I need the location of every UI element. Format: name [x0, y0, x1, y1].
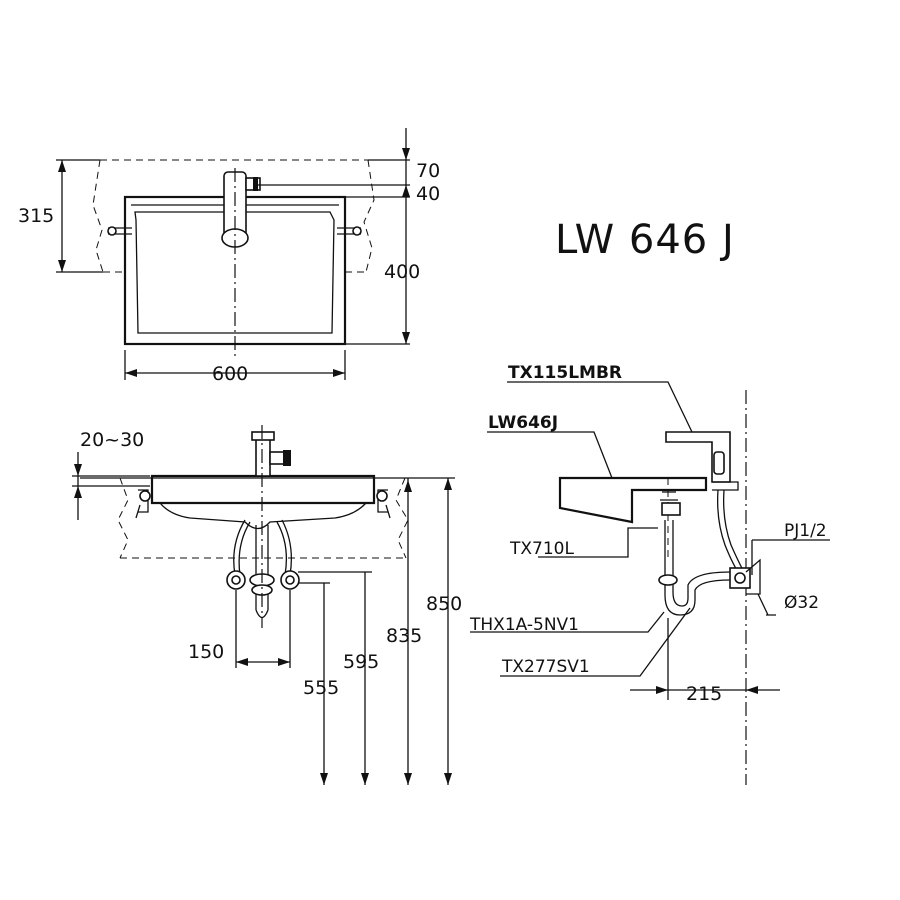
- model-title: LW 646 J: [555, 217, 735, 263]
- side-view: TX115LMBR LW646J TX710L THX1A-5NV1 TX277…: [469, 363, 830, 785]
- supply-thread-label: PJ1/2: [784, 521, 827, 541]
- dim-70: 70: [416, 160, 440, 182]
- dim-850: 850: [426, 593, 462, 615]
- trap-model-label: TX277SV1: [501, 657, 590, 677]
- basin-model-label: LW646J: [488, 413, 558, 433]
- faucet-front: [255, 437, 271, 477]
- valve-model-label: THX1A-5NV1: [469, 615, 579, 635]
- dim-depth: 315: [18, 205, 54, 227]
- dim-600: 600: [212, 363, 248, 385]
- dim-595: 595: [343, 651, 379, 673]
- dim-835: 835: [386, 625, 422, 647]
- dim-gap: 20~30: [80, 429, 144, 451]
- faucet-model-label: TX115LMBR: [508, 363, 622, 383]
- top-view: 315 70 40 400 600: [18, 128, 440, 385]
- basin-front: [150, 474, 376, 505]
- dim-40: 40: [416, 183, 440, 205]
- basin-bowl-top: [134, 211, 335, 334]
- front-view: 20~30 150 555 595 835 850: [72, 425, 462, 785]
- drain-dia-label: Ø32: [784, 593, 819, 613]
- dim-150: 150: [188, 641, 224, 663]
- dim-400: 400: [384, 261, 420, 283]
- dim-215: 215: [686, 683, 722, 705]
- basin-side: [558, 476, 708, 524]
- dim-555: 555: [303, 677, 339, 699]
- drain-model-label: TX710L: [509, 539, 574, 559]
